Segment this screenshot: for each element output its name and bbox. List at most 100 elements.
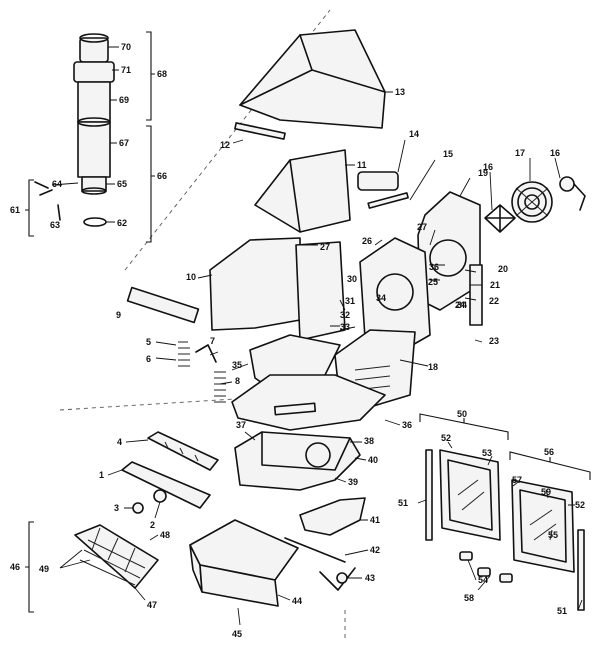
top-panel (254, 149, 351, 233)
grate-8 (214, 371, 226, 403)
callout-40: 40 (368, 455, 378, 465)
blower-housing (417, 191, 481, 311)
callout-2: 2 (150, 520, 155, 530)
callout-21: 21 (490, 280, 500, 290)
callout-41: 41 (370, 515, 380, 525)
hood-assembly (232, 29, 393, 144)
callout-38: 38 (364, 436, 374, 446)
grate-6 (178, 341, 190, 367)
firebox (234, 431, 361, 491)
callout-37: 37 (236, 420, 246, 430)
flue-screw-63 (57, 204, 61, 221)
callout-31: 31 (345, 296, 355, 306)
callout-24: 24 (455, 300, 465, 310)
knob-2 (153, 489, 167, 503)
callout-54: 54 (478, 575, 488, 585)
callout-11: 11 (357, 160, 367, 170)
door-hinge-right (577, 529, 585, 611)
mounting-strip (367, 192, 409, 209)
callout-59: 59 (541, 487, 551, 497)
right-door-frame (511, 479, 575, 573)
callout-32: 32 (340, 310, 350, 320)
callout-66: 66 (157, 171, 167, 181)
callout-30: 30 (347, 274, 357, 284)
flue-bottom (81, 187, 107, 195)
firebox-assembly (234, 431, 368, 536)
callout-27b: 27 (417, 222, 427, 232)
callout-19: 19 (478, 168, 488, 178)
callout-35: 35 (232, 360, 242, 370)
callout-34b: 34 (457, 300, 467, 310)
bracket-68 (146, 125, 155, 243)
callout-51a: 51 (398, 498, 408, 508)
motor (559, 176, 575, 192)
callout-1: 1 (99, 470, 104, 480)
rail-1 (121, 461, 211, 509)
callout-16a: 16 (483, 162, 493, 172)
control-box (357, 171, 399, 191)
callout-22: 22 (489, 296, 499, 306)
door-assembly (417, 413, 591, 611)
top-panel-assembly (254, 139, 436, 233)
rail-4 (147, 431, 219, 471)
callout-3: 3 (114, 503, 119, 513)
flue-cap-top (79, 33, 109, 43)
fan-blade (484, 204, 516, 233)
side-bracket (469, 264, 483, 326)
callout-15: 15 (443, 149, 453, 159)
flue-joint (77, 117, 111, 127)
callout-70: 70 (121, 42, 131, 52)
latch-54a (459, 551, 473, 561)
callout-13: 13 (395, 87, 405, 97)
callout-6: 6 (146, 354, 151, 364)
inner-panel (295, 241, 346, 341)
hood (239, 29, 386, 129)
callout-50: 50 (457, 409, 467, 419)
callout-23: 23 (489, 336, 499, 346)
side-panels (126, 229, 483, 411)
callout-9: 9 (116, 310, 121, 320)
callout-57: 57 (512, 475, 522, 485)
callout-42: 42 (370, 545, 380, 555)
callout-27a: 27 (320, 242, 330, 252)
callout-36b: 36 (402, 420, 412, 430)
callout-33: 33 (340, 322, 350, 332)
callout-10: 10 (186, 272, 196, 282)
bracket-50 (419, 413, 509, 440)
bracket-56 (509, 451, 591, 480)
base-assembly (155, 334, 401, 431)
callout-68: 68 (157, 69, 167, 79)
flue-collar (73, 61, 115, 83)
callout-26: 26 (362, 236, 372, 246)
callout-62: 62 (117, 218, 127, 228)
callout-25: 25 (428, 277, 438, 287)
bottom-pan (231, 374, 386, 431)
flue-pipe-upper (77, 81, 111, 123)
callout-44: 44 (292, 596, 302, 606)
callout-55: 55 (548, 530, 558, 540)
callout-61: 61 (10, 205, 20, 215)
callout-64: 64 (52, 179, 62, 189)
grate (74, 524, 159, 589)
callout-45: 45 (232, 629, 242, 639)
bracket-46 (25, 521, 34, 613)
door-hinge-left (425, 449, 433, 541)
guide-line-mid (59, 397, 251, 411)
callout-56: 56 (544, 447, 554, 457)
rear-panel (209, 237, 301, 331)
poker-rod (284, 537, 356, 591)
right-door-glass (519, 489, 567, 563)
callout-18: 18 (428, 362, 438, 372)
blower-assembly (417, 157, 586, 311)
callout-58: 58 (464, 593, 474, 603)
firebox-liner (299, 497, 366, 536)
rod-knob (336, 572, 348, 584)
callout-49: 49 (39, 564, 49, 574)
left-door-frame (439, 449, 501, 541)
flue-pipe-assembly (25, 31, 155, 243)
knob-3 (132, 502, 144, 514)
callout-14: 14 (409, 129, 419, 139)
callout-17: 17 (515, 148, 525, 158)
hood-trim (234, 122, 286, 140)
